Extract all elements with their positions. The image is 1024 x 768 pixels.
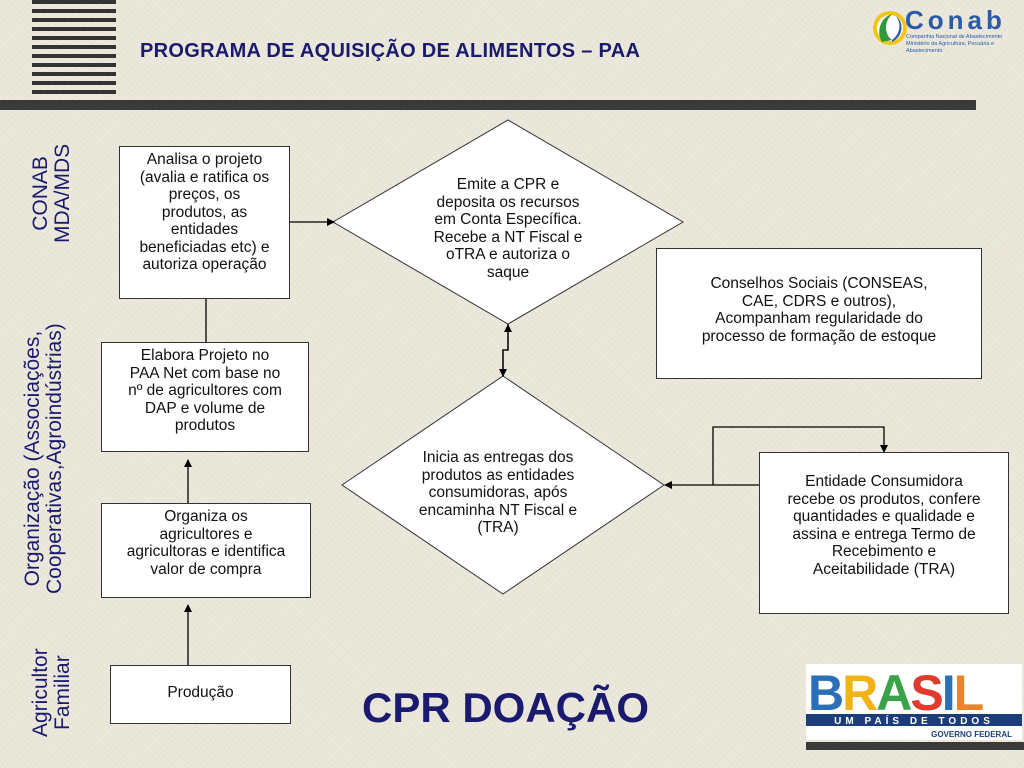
cpr-doacao-label: CPR DOAÇÃO	[362, 684, 650, 731]
box-entidade-consumidora: Entidade Consumidora recebe os produtos,…	[759, 452, 1009, 614]
conab-logo	[870, 4, 1020, 56]
diamond-text-emite-cpr: Emite a CPR e deposita os recursos em Co…	[433, 176, 583, 281]
diamond-text-inicia-entregas: Inicia as entregas dos produtos as entid…	[418, 449, 578, 536]
box-organiza-agricultores: Organiza os agricultores e agricultoras …	[101, 503, 311, 598]
diamond-inicia-entregas	[341, 375, 665, 595]
box-elabora-projeto: Elabora Projeto no PAA Net com base no n…	[101, 342, 309, 452]
brasil-tagline: UM PAÍS DE TODOS	[834, 714, 994, 727]
conab-emblem-icon	[873, 11, 907, 45]
brasil-word: BRASIL	[808, 665, 983, 721]
brasil-government: GOVERNO FEDERAL	[931, 730, 1012, 739]
decorative-stripes	[32, 0, 116, 96]
brasil-government-logo: BRASIL UM PAÍS DE TODOS GOVERNO FEDERAL	[806, 664, 1022, 740]
footer-divider	[806, 742, 1024, 750]
box-producao: Produção	[110, 665, 291, 724]
box-analisa-projeto: Analisa o projeto (avalia e ratifica os …	[119, 146, 290, 299]
conab-wordmark: Conab	[905, 5, 1006, 35]
arrow-emite-to-inicia	[499, 324, 509, 377]
arrow-inicia-to-entidade	[712, 426, 888, 485]
page-title: PROGRAMA DE AQUISIÇÃO DE ALIMENTOS – PAA	[140, 40, 641, 62]
header-divider	[0, 100, 976, 110]
box-conselhos-sociais: Conselhos Sociais (CONSEAS, CAE, CDRS e …	[656, 248, 982, 379]
conab-subtitle: Companhia Nacional de Abastecimento Mini…	[906, 34, 1003, 54]
